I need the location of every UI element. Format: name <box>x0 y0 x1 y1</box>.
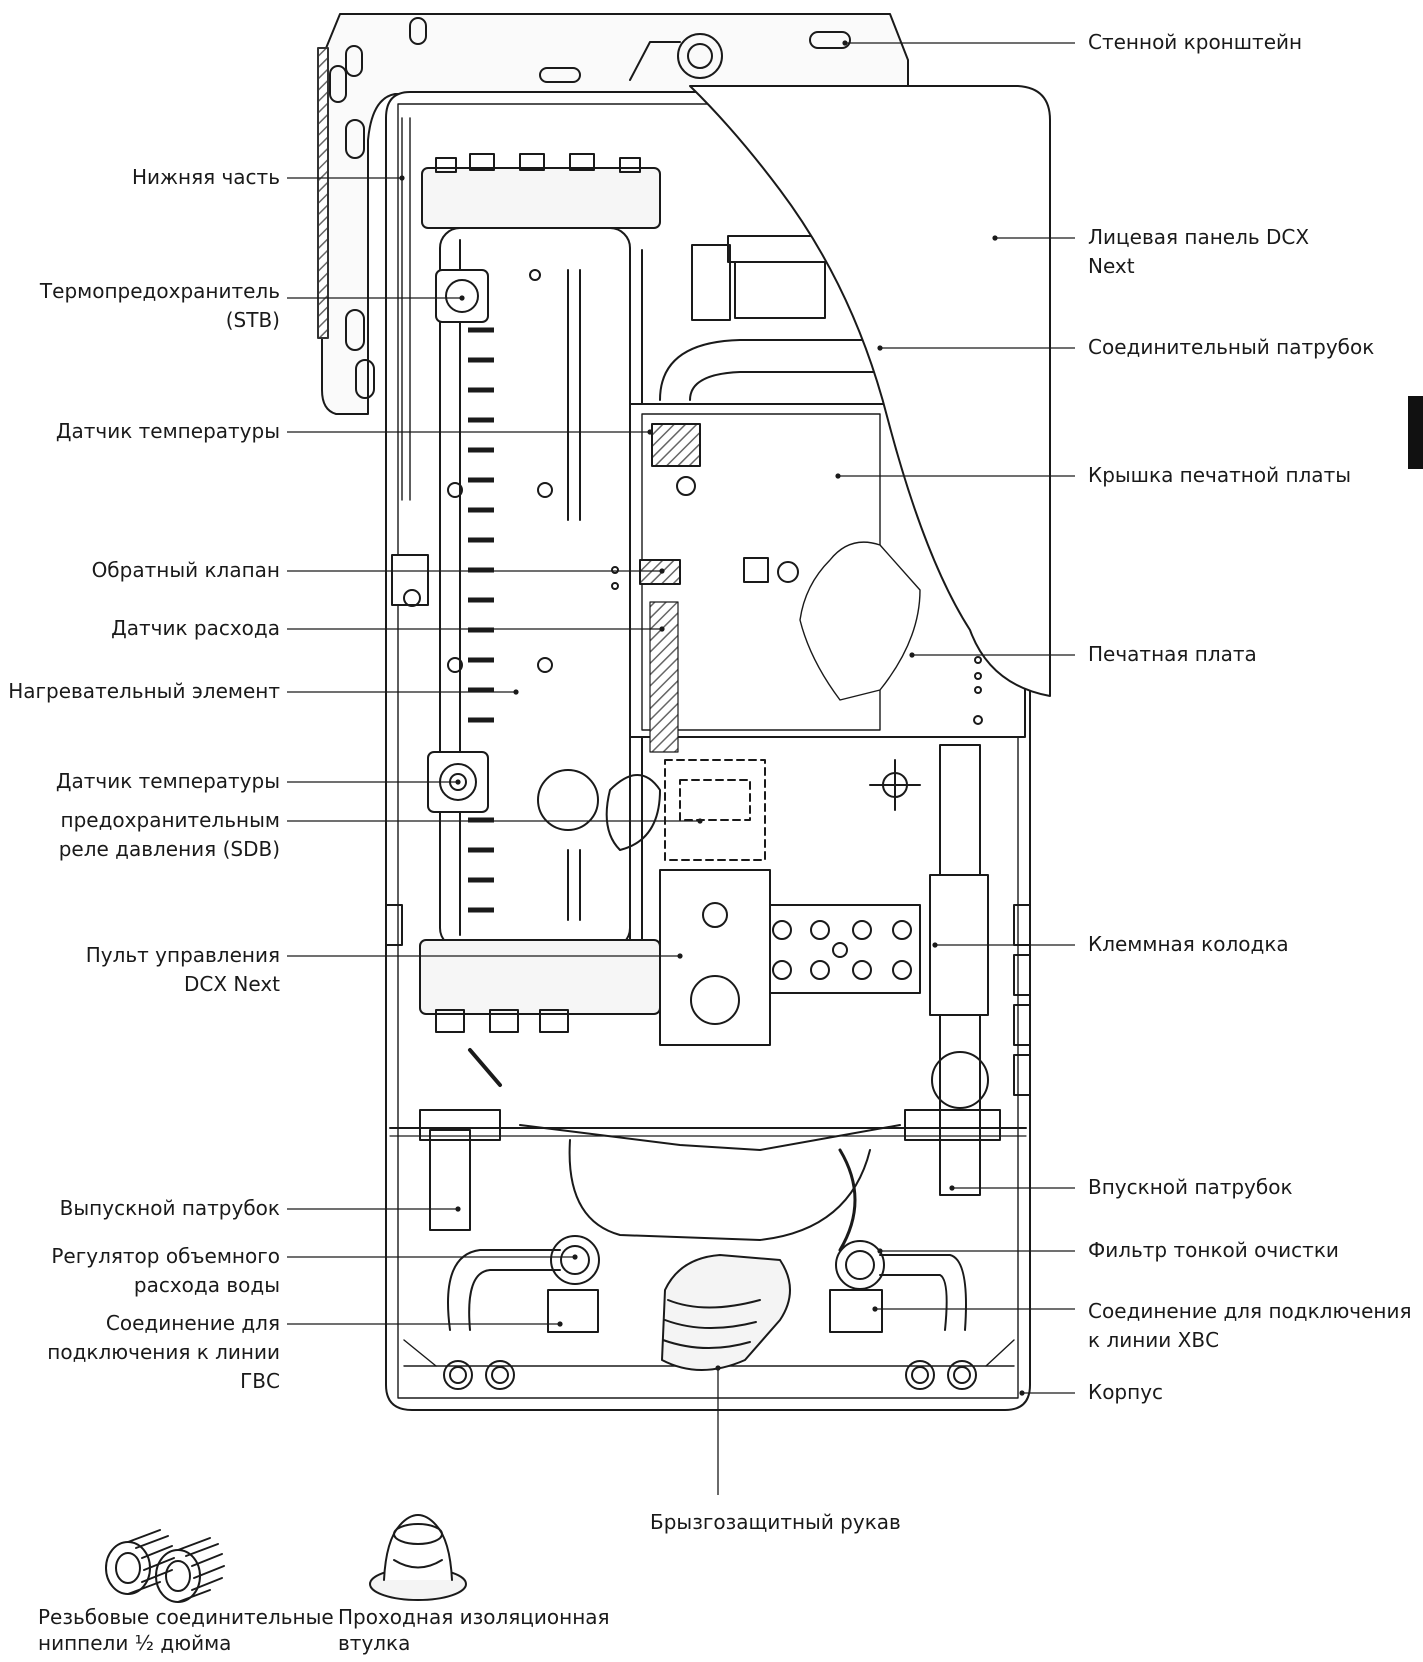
label-terminal-block: Клеммная колодка <box>1088 932 1289 956</box>
label-outlet-pipe: Выпускной патрубок <box>59 1196 280 1220</box>
label-temp-sensor-1: Датчик температуры <box>55 419 280 443</box>
page-edge-tab <box>1408 396 1423 469</box>
leader-dots <box>399 40 1025 1396</box>
label-housing: Корпус <box>1088 1380 1164 1404</box>
label-flow-sensor: Датчик расхода <box>111 616 280 640</box>
label-thermal-fuse: Термопредохранитель(STB) <box>39 279 280 332</box>
leader-lines <box>287 42 1075 1495</box>
terminal-block-shape <box>769 904 921 994</box>
label-inlet-pipe: Впускной патрубок <box>1088 1175 1293 1199</box>
label-check-valve: Обратный клапан <box>91 558 280 582</box>
label-temp-sensor-2: Датчик температуры <box>55 769 280 793</box>
label-fine-filter: Фильтр тонкой очистки <box>1088 1238 1339 1262</box>
splash-sleeve-shape <box>661 1148 857 1371</box>
nipples-shape <box>105 1529 225 1603</box>
label-wall-bracket: Стенной кронштейн <box>1088 30 1303 54</box>
label-pcb-cover: Крышка печатной платы <box>1088 463 1352 487</box>
label-connecting-pipe: Соединительный патрубок <box>1088 335 1375 359</box>
label-splash-sleeve: Брызгозащитный рукав <box>650 1510 901 1534</box>
label-heating-element: Нагревательный элемент <box>8 679 280 703</box>
fine-filter-shape <box>829 1240 967 1333</box>
front-panel-shape <box>689 85 1051 725</box>
outlet-pipe-shape <box>419 1109 600 1333</box>
label-lower-part: Нижняя часть <box>131 165 280 189</box>
grommet-shape <box>369 1514 467 1601</box>
heating-coil-ticks <box>468 327 494 913</box>
label-pcb: Печатная плата <box>1088 642 1257 666</box>
tray-shape <box>519 1124 901 1151</box>
